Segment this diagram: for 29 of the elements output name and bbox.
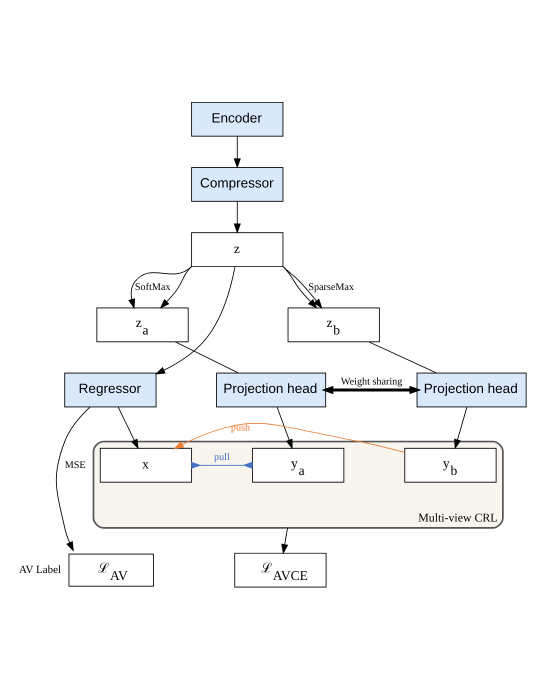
arrow — [118, 406, 139, 449]
node-box: Projection head — [216, 372, 326, 407]
arrow — [234, 136, 241, 168]
edge-label: SparseMax — [308, 281, 354, 292]
arrow — [56, 406, 90, 552]
arrow — [234, 200, 241, 234]
arrow — [154, 266, 236, 374]
node-box: Compressor — [191, 166, 284, 202]
arrow — [174, 422, 406, 452]
connector — [191, 461, 253, 468]
edge-label: MSE — [64, 459, 86, 470]
arrow — [281, 526, 288, 554]
arrow — [321, 385, 422, 394]
arrow — [276, 406, 293, 449]
edge-label: pull — [214, 451, 230, 462]
node-box: Regressor — [64, 372, 156, 407]
arrow — [128, 266, 192, 308]
edge-label: push — [230, 422, 250, 433]
connector — [174, 340, 239, 373]
arrow — [454, 406, 468, 449]
node-box: z — [191, 232, 284, 266]
node-box: x — [100, 447, 192, 482]
node-box: Projection head — [416, 372, 527, 407]
arrow — [160, 266, 192, 308]
edge-label: SoftMax — [134, 281, 170, 292]
connector — [368, 340, 437, 373]
edge-label: Weight sharing — [340, 376, 402, 388]
node-box: Encoder — [191, 101, 284, 136]
node-label: AV Label — [19, 564, 62, 576]
